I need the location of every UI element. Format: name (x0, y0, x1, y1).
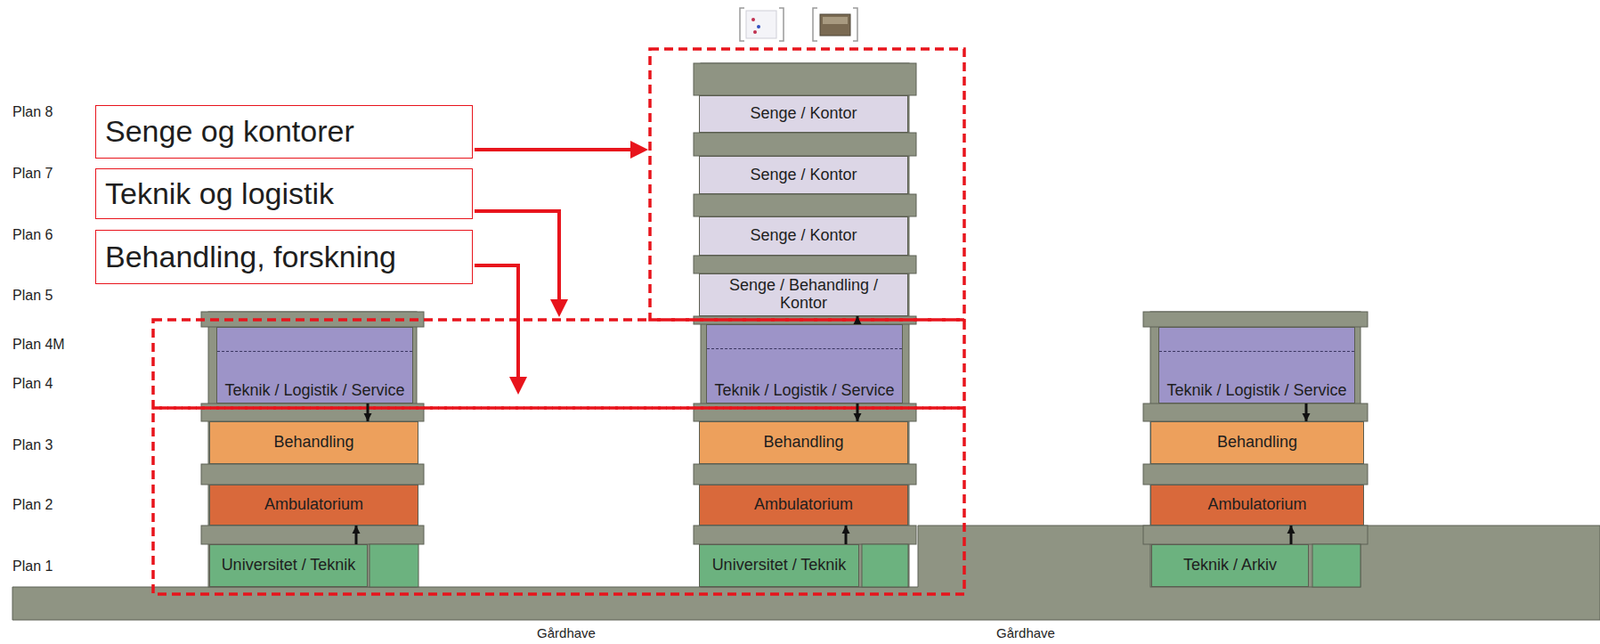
node-text: Teknik / Logistik / Service (219, 381, 410, 403)
floor-box: Senge / Behandling / Kontor (698, 273, 909, 317)
callout-box: Senge og kontorer (95, 105, 473, 159)
floor-slab (201, 403, 424, 422)
floor-slab (1143, 311, 1368, 327)
floor-level-label: Plan 5 (12, 287, 53, 304)
courtyard-label: Gårdhave (996, 625, 1056, 641)
thumbnail-dot (751, 17, 756, 22)
mezzanine-line (1159, 350, 1355, 352)
zone-outline (153, 319, 965, 408)
thumbnail-dot (756, 24, 761, 29)
node-text: Ambulatorium (1202, 495, 1312, 514)
floor-slab (201, 463, 424, 485)
node-text: Behandling (757, 433, 849, 452)
flow-arrow (355, 525, 358, 545)
floor-box: Ambulatorium (1150, 484, 1365, 526)
floor-box: Ambulatorium (209, 484, 419, 526)
node-text: Behandling, forskning (96, 240, 397, 274)
flow-arrow (856, 316, 860, 325)
floor-box: Senge / Kontor (698, 155, 909, 195)
flow-arrow (856, 403, 860, 422)
floor-box: Senge / Kontor (698, 95, 909, 133)
node-text: Senge / Behandling / Kontor (699, 276, 908, 313)
node-text: Behandling (1211, 433, 1303, 452)
node-text: Ambulatorium (259, 495, 369, 514)
callout-box: Teknik og logistik (95, 168, 473, 220)
floor-slab (1143, 463, 1368, 485)
thumbnail-dot (753, 30, 757, 34)
floor-box: Universitet / Teknik (698, 544, 860, 587)
flow-arrow (1290, 525, 1293, 545)
node-text: Behandling (268, 433, 359, 452)
thumbnail-image (746, 10, 777, 39)
room-box (861, 544, 909, 587)
node-text: Teknik / Logistik / Service (708, 381, 900, 403)
flow-arrow (1305, 403, 1308, 422)
floor-level-label: Plan 4 (12, 375, 53, 392)
node-text: Universitet / Teknik (706, 556, 853, 575)
floor-box: Behandling (698, 421, 909, 464)
floor-box: Behandling (209, 421, 419, 464)
floor-slab (693, 525, 917, 545)
floor-slab (1143, 525, 1368, 545)
thumbnail-image (822, 16, 848, 25)
courtyard-label: Gårdhave (536, 625, 596, 641)
node-text: Senge / Kontor (744, 105, 862, 123)
callout-box: Behandling, forskning (95, 229, 473, 285)
floor-slab (693, 463, 917, 485)
floor-level-label: Plan 6 (12, 227, 53, 244)
thumbnail-image (820, 14, 851, 36)
floor-slab (201, 525, 424, 545)
mezzanine-line (706, 348, 902, 350)
floor-box: Teknik / Logistik / Service (706, 324, 903, 404)
node-text: Senge og kontorer (96, 114, 355, 148)
pointer-arrow (474, 147, 633, 152)
pointer-arrow (474, 265, 519, 379)
zone-outline (649, 48, 965, 320)
floor-box: Behandling (1150, 421, 1365, 464)
node-text: Ambulatorium (748, 495, 859, 514)
floor-box: Senge / Kontor (698, 216, 909, 256)
floor-slab (693, 132, 917, 156)
flow-arrow (366, 403, 370, 422)
thumbnail-bracket (812, 8, 858, 41)
node-text: Teknik / Arkiv (1177, 556, 1283, 575)
floor-box: Ambulatorium (698, 484, 909, 526)
floor-slab (693, 194, 917, 217)
flow-arrow (844, 525, 848, 545)
floor-level-label: Plan 1 (12, 558, 53, 575)
thumbnail-bracket (739, 8, 784, 41)
mezzanine-line (217, 350, 413, 352)
ground-slab (12, 525, 1600, 620)
floor-box: Universitet / Teknik (209, 544, 368, 587)
floor-level-label: Plan 3 (12, 437, 53, 454)
room-box (1312, 544, 1361, 587)
floor-slab (693, 255, 917, 274)
floor-level-label: Plan 4M (12, 336, 65, 353)
node-text: Senge / Kontor (744, 166, 862, 185)
node-text: Teknik og logistik (96, 177, 334, 211)
zone-outline (153, 407, 965, 594)
floor-slab (693, 403, 917, 422)
node-text: Senge / Kontor (744, 227, 862, 245)
floor-level-label: Plan 8 (12, 104, 53, 121)
floor-box: Teknik / Logistik / Service (1158, 326, 1356, 404)
room-box (369, 544, 419, 587)
floor-slab (1143, 403, 1368, 422)
floor-box: Teknik / Logistik / Service (216, 326, 414, 404)
node-text: Universitet / Teknik (216, 556, 362, 575)
floor-box: Teknik / Arkiv (1151, 544, 1309, 587)
floor-level-label: Plan 2 (12, 496, 53, 513)
node-text: Teknik / Logistik / Service (1161, 381, 1352, 403)
floor-level-label: Plan 7 (12, 165, 53, 182)
floor-slab (693, 63, 917, 96)
